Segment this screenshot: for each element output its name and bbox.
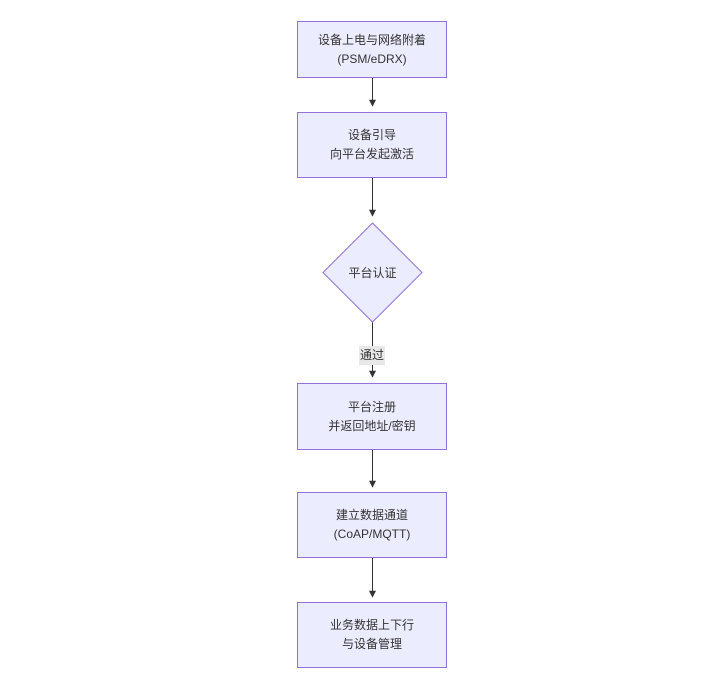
edge-label-pass: 通过 — [358, 346, 386, 365]
node-label: 并返回地址/密钥 — [328, 418, 416, 433]
node-label: 与设备管理 — [341, 637, 402, 651]
node-platform-register: 平台注册 并返回地址/密钥 — [297, 383, 447, 450]
node-bootstrap-activate: 设备引导 向平台发起激活 — [297, 112, 447, 178]
node-power-attach: 设备上电与网络附着 (PSM/eDRX) — [297, 21, 447, 78]
node-platform-auth: 平台认证 — [348, 265, 397, 280]
node-label: 业务数据上下行 — [329, 618, 414, 632]
node-label: 设备引导 — [347, 128, 396, 142]
node-business-data: 业务数据上下行 与设备管理 — [297, 602, 447, 668]
node-label: 平台注册 — [347, 399, 396, 414]
node-data-channel: 建立数据通道 (CoAP/MQTT) — [297, 492, 447, 558]
node-label: 设备上电与网络附着 — [317, 32, 426, 47]
node-label: 向平台发起激活 — [329, 147, 414, 161]
node-label: 建立数据通道 — [335, 508, 408, 522]
node-label: (CoAP/MQTT) — [333, 527, 411, 541]
node-label: (PSM/eDRX) — [337, 51, 407, 66]
